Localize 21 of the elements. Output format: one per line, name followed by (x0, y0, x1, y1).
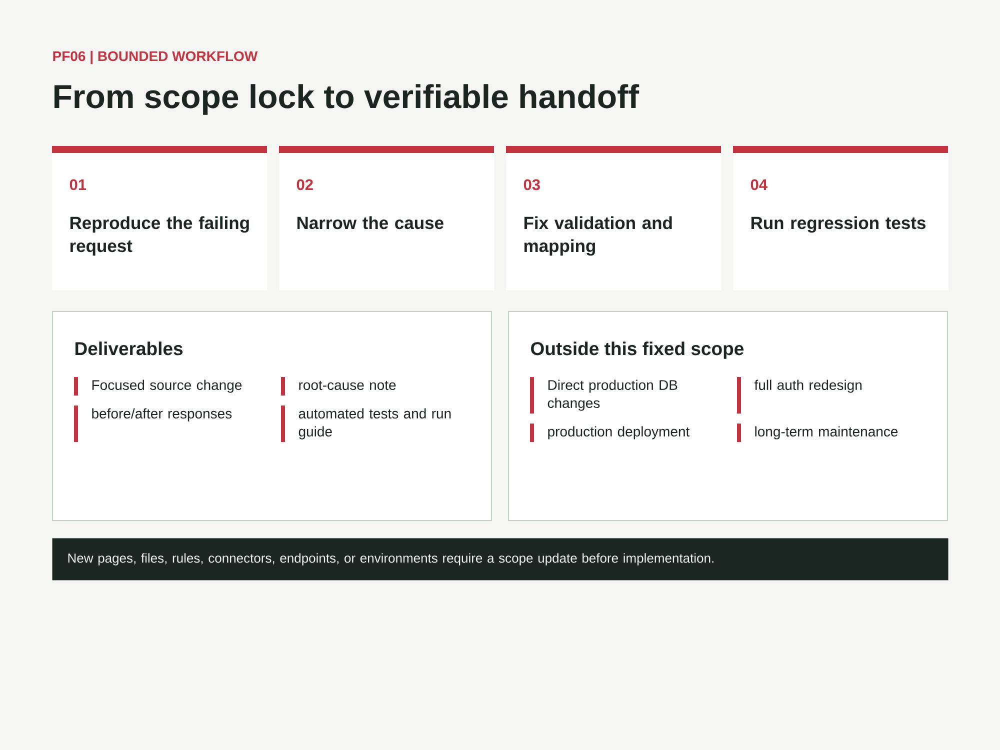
panel-heading: Outside this fixed scope (531, 342, 744, 359)
step-number: 01 (70, 179, 86, 190)
list-item: Direct production DB changes (548, 380, 678, 411)
list-item: Focused source change (92, 380, 242, 393)
panel-heading: Deliverables (76, 342, 183, 356)
list-item: production deployment (548, 426, 690, 440)
title: From scope lock to verifiable handoff (54, 84, 640, 115)
step-number: 03 (524, 179, 540, 190)
step-title: Run regression tests (751, 216, 926, 233)
step-number: 04 (750, 179, 768, 190)
step-number: 02 (296, 179, 313, 190)
step-title: Fix validation and mapping (524, 216, 672, 256)
list-item: automated tests and run guide (298, 408, 451, 440)
list-item: long-term maintenance (755, 426, 898, 440)
kicker: PF06 | BOUNDED WORKFLOW (53, 50, 258, 64)
list-item: before/after responses (92, 408, 232, 422)
step-title: Reproduce the failing request (70, 216, 249, 256)
list-item: full auth redesign (754, 380, 862, 393)
note-banner: New pages, files, rules, connectors, endpoints, or environments require a scope update before implementation. (52, 538, 948, 580)
list-item: root-cause note (299, 380, 396, 390)
step-title: Narrow the cause (297, 216, 444, 230)
